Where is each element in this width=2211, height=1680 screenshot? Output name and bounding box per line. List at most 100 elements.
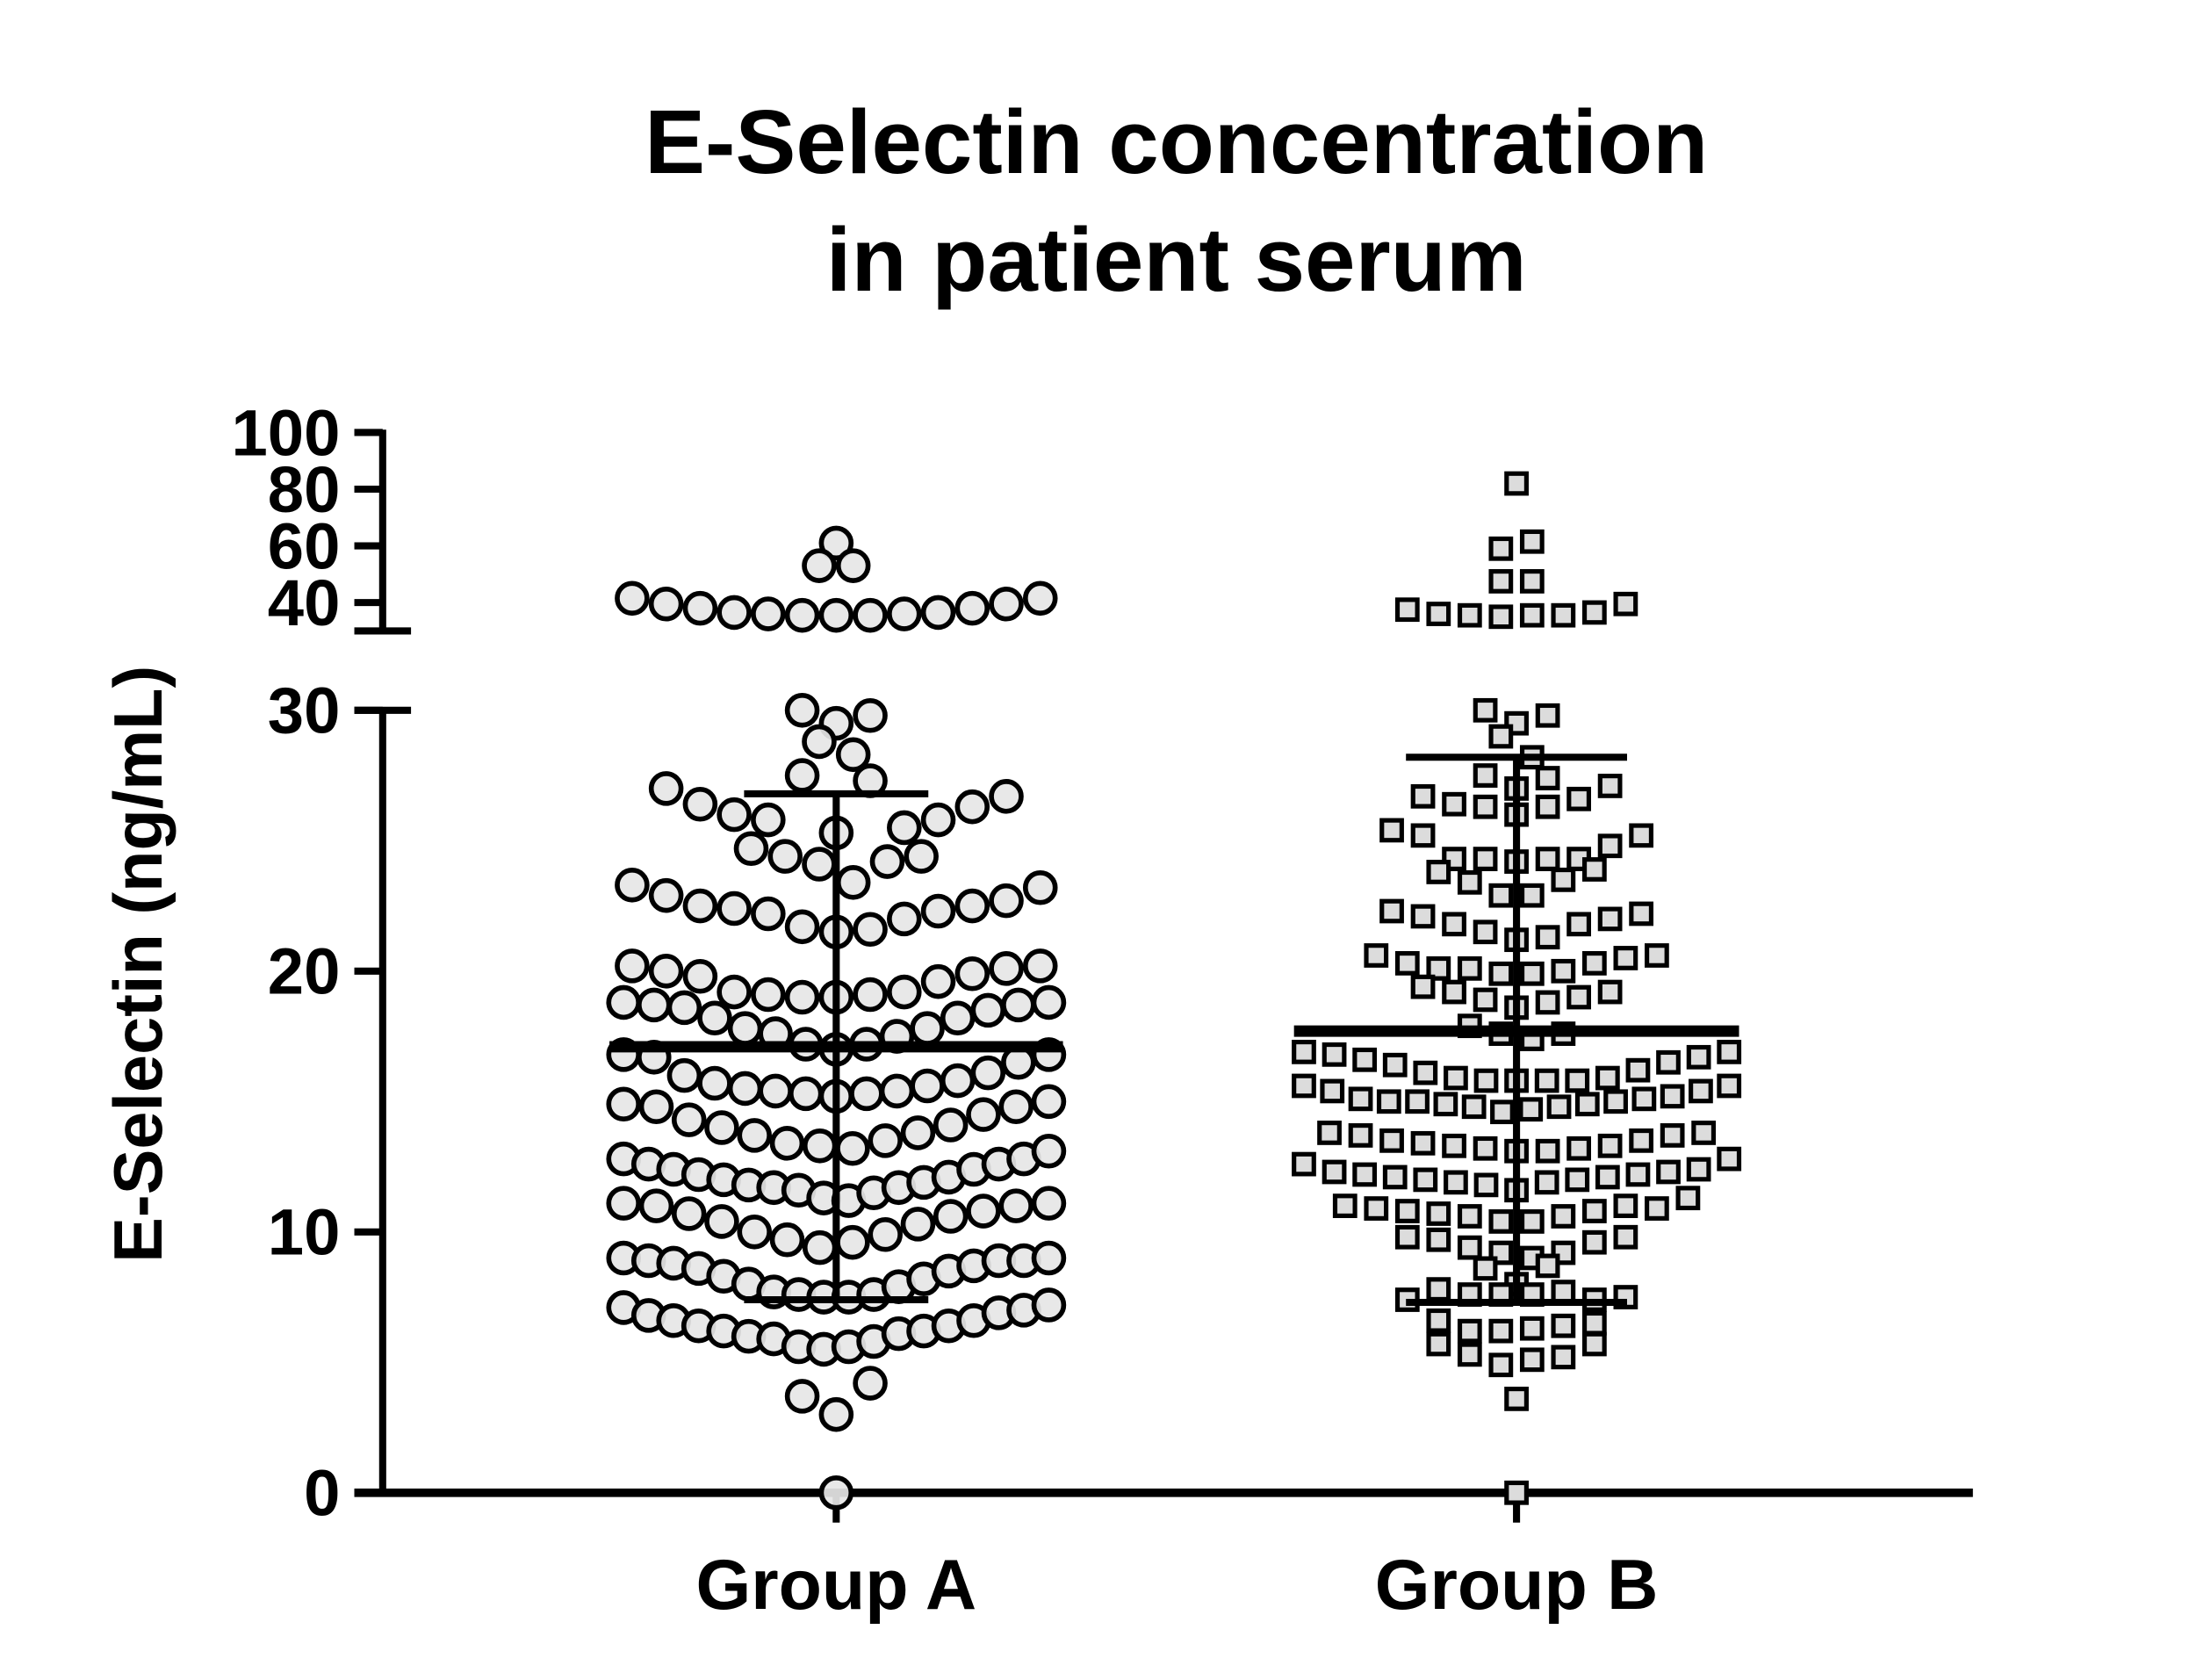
data-point-group-b [1546, 1094, 1572, 1120]
data-point-group-b [1473, 987, 1498, 1013]
data-point-group-b [1457, 1342, 1482, 1367]
data-point-group-a [769, 1222, 805, 1258]
data-point-group-b [1394, 951, 1420, 976]
data-point-group-a [682, 888, 718, 924]
data-point-group-a [887, 901, 922, 937]
data-point-group-a [989, 951, 1024, 986]
data-point-group-a [954, 789, 990, 825]
data-point-group-a [615, 868, 650, 903]
data-point-group-b [1442, 912, 1466, 937]
data-point-group-b [1457, 869, 1482, 895]
data-point-group-b [1660, 1084, 1685, 1109]
data-point-group-b [1629, 823, 1654, 848]
data-point-group-a [717, 974, 752, 1010]
data-point-group-a [940, 1000, 976, 1036]
data-point-group-a [671, 1102, 707, 1137]
data-point-group-b [1535, 847, 1560, 871]
data-point-group-a [818, 597, 854, 633]
data-point-group-b [1488, 604, 1514, 630]
data-point-group-b [1320, 1078, 1345, 1104]
data-point-group-b [1595, 1164, 1620, 1190]
data-point-group-a [868, 1123, 903, 1158]
data-point-group-b [1379, 818, 1404, 843]
data-point-group-b [1597, 906, 1623, 932]
data-point-group-b [1332, 1193, 1358, 1218]
data-point-group-b [1405, 1089, 1430, 1114]
data-point-group-a [835, 1224, 870, 1260]
data-point-group-b [1473, 919, 1498, 945]
data-point-group-a [1031, 1133, 1067, 1169]
data-point-group-a [954, 590, 990, 626]
data-point-group-b [1717, 1039, 1742, 1064]
data-point-group-b [1675, 1186, 1701, 1211]
y-upper-tick-label-80: 80 [268, 453, 341, 526]
data-point-group-b [1488, 1352, 1514, 1378]
data-point-group-b [1364, 943, 1389, 968]
data-point-group-b [1442, 1133, 1466, 1158]
data-point-group-b [1597, 1133, 1623, 1158]
data-point-group-b [1574, 1092, 1600, 1117]
data-point-group-b [1444, 1065, 1468, 1091]
data-point-group-a [910, 1068, 945, 1104]
data-point-group-a [784, 909, 820, 945]
data-point-group-b [1410, 904, 1436, 929]
data-point-group-b [1394, 597, 1420, 623]
data-point-group-b [1426, 1331, 1451, 1357]
data-point-group-b [1686, 1044, 1711, 1070]
data-point-group-b [1660, 1123, 1685, 1148]
data-point-group-b [1519, 961, 1545, 986]
data-point-group-a [606, 1086, 641, 1122]
data-point-group-b [1490, 1100, 1515, 1125]
data-point-group-a [954, 956, 990, 991]
data-point-group-b [1519, 883, 1545, 908]
data-point-group-a [606, 1186, 641, 1221]
data-point-group-b [1461, 1094, 1487, 1120]
data-point-group-b [1317, 1121, 1342, 1145]
data-point-group-b [1535, 794, 1560, 819]
data-point-group-b [1581, 857, 1607, 882]
data-point-group-a [818, 1396, 854, 1432]
data-point-group-b [1581, 1229, 1607, 1255]
y-lower-tick-label-30: 30 [268, 674, 341, 747]
data-point-group-a [784, 758, 820, 793]
data-point-group-b [1382, 1052, 1408, 1078]
data-point-group-a [682, 786, 718, 822]
data-point-group-a [989, 883, 1024, 919]
x-tick-label-group-a: Group A [695, 1546, 976, 1625]
data-point-group-a [802, 1229, 838, 1265]
x-tick-label-group-b: Group B [1375, 1546, 1659, 1625]
data-point-group-a [615, 580, 650, 616]
data-point-group-b [1352, 1162, 1378, 1187]
data-point-group-a [648, 586, 684, 622]
data-point-group-b [1473, 847, 1498, 871]
data-point-group-b [1376, 1089, 1401, 1114]
data-point-group-b [1519, 529, 1545, 554]
data-point-group-b [1352, 1047, 1378, 1072]
data-point-group-b [1689, 1078, 1713, 1104]
y-upper-tick-label-100: 100 [232, 396, 341, 469]
chart-title-line-2: in patient serum [826, 208, 1527, 310]
data-point-group-b [1444, 1170, 1468, 1195]
data-point-group-a [727, 1071, 763, 1107]
data-point-group-b [1413, 1060, 1438, 1085]
data-point-group-b [1379, 898, 1404, 924]
data-point-group-a [615, 948, 650, 984]
data-point-group-b [1322, 1159, 1347, 1185]
data-point-group-b [1535, 766, 1560, 790]
data-point-group-b [1551, 867, 1576, 892]
data-point-group-a [784, 979, 820, 1015]
data-point-group-a [751, 896, 786, 932]
data-point-group-a [697, 1000, 732, 1036]
data-point-group-b [1473, 794, 1498, 819]
data-point-group-b [1426, 1227, 1451, 1252]
data-point-group-b [1625, 1057, 1651, 1083]
data-point-group-a [751, 802, 786, 838]
data-point-group-b [1581, 1310, 1607, 1336]
data-point-group-a [682, 958, 718, 994]
data-point-group-b [1631, 1086, 1657, 1112]
data-point-group-b [1473, 1068, 1499, 1093]
data-point-group-a [788, 1076, 824, 1112]
data-point-group-b [1551, 958, 1576, 984]
data-point-group-a [998, 1188, 1033, 1223]
data-point-group-a [1031, 1287, 1067, 1323]
